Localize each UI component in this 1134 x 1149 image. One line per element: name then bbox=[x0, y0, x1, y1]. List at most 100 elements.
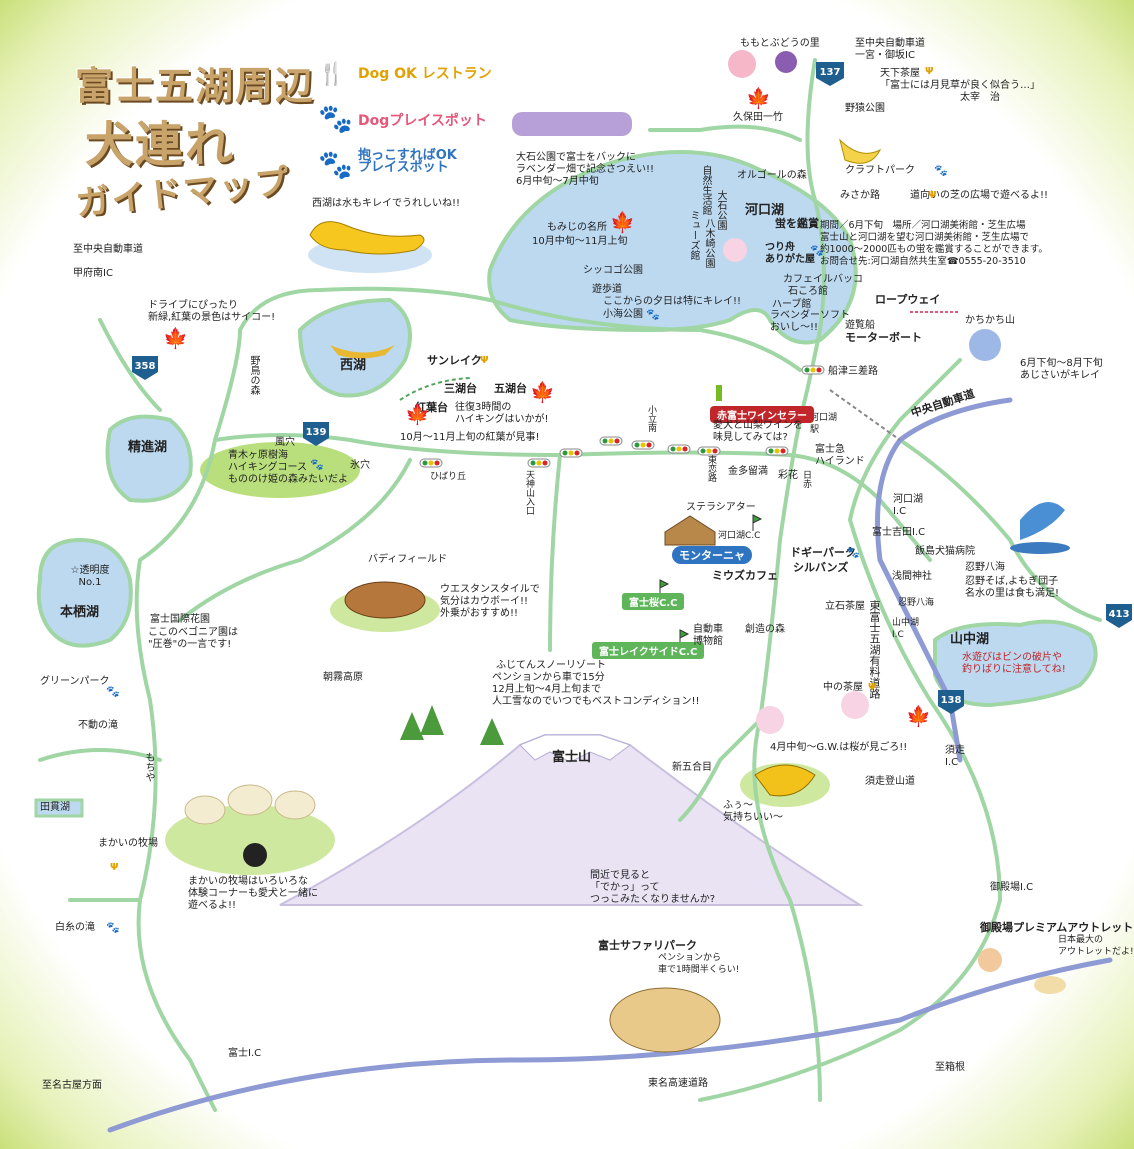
label-wine-note: 愛犬と山梨ワインを 味見してみては? bbox=[713, 420, 803, 443]
label-momiji: もみじの名所 bbox=[547, 222, 607, 233]
label-lavender: ラベンダーソフト おいし〜!! bbox=[770, 310, 850, 333]
peach-icon bbox=[728, 50, 756, 78]
label-fujisakura: 富士桜C.C bbox=[622, 593, 685, 610]
label-fujiyoshida-ic: 富士吉田I.C bbox=[872, 527, 926, 538]
label-outlet-note: 日本最大の アウトレットだよ! bbox=[1058, 935, 1134, 957]
label-shiraito: 白糸の滝 bbox=[55, 922, 95, 933]
label-koumi: 小海公園 bbox=[603, 309, 643, 320]
label-monterna: モンターニャ bbox=[672, 546, 752, 564]
maple-leaf-icon: 🍁 bbox=[906, 704, 931, 728]
label-nagoya: 至名古屋方面 bbox=[42, 1080, 102, 1091]
lake-yamanaka bbox=[933, 619, 1098, 708]
label-koidemachi: 小立南 bbox=[646, 405, 656, 432]
label-safari-note: ペンションから 車で1時間半くらい! bbox=[658, 953, 740, 975]
grass-aokigahara bbox=[200, 442, 360, 498]
lake-shoji bbox=[105, 414, 193, 503]
swimming-dog bbox=[308, 221, 432, 273]
label-yagisaki: 八木崎公園 bbox=[703, 218, 714, 268]
label-koyodai: 紅葉台 bbox=[415, 401, 448, 414]
paw-icon: 🐾 bbox=[310, 458, 324, 471]
label-sakura-note: 4月中旬〜G.W.は桜が見ごろ!! bbox=[770, 742, 908, 753]
label-craft: クラフトパーク bbox=[845, 165, 915, 176]
label-sunset: ここからの夕日は特にキレイ!! bbox=[603, 296, 742, 307]
lake-tanuki bbox=[34, 798, 84, 818]
label-tenka: 天下茶屋 bbox=[880, 68, 920, 79]
horse bbox=[344, 581, 426, 619]
label-naka: 中の茶屋 bbox=[823, 682, 863, 693]
fish bbox=[1020, 502, 1065, 540]
label-buddy: バディフィールド bbox=[368, 554, 448, 565]
resting-dog bbox=[754, 764, 816, 797]
maple-leaf-icon: 🍁 bbox=[530, 380, 555, 404]
label-highland: 富士急 ハイランド bbox=[815, 444, 865, 467]
maple-leaf-icon: 🍁 bbox=[610, 210, 635, 234]
label-ajisai: 6月下旬〜8月下旬 あじさいがキレイ bbox=[1020, 358, 1103, 381]
paw-icon: 🐾 bbox=[810, 244, 824, 257]
label-fudo: 不動の滝 bbox=[78, 720, 118, 731]
legend-restaurant: Dog OK レストラン bbox=[358, 66, 492, 82]
label-funatsu: 船津三差路 bbox=[828, 366, 878, 377]
sakura-trees bbox=[723, 238, 869, 734]
label-herb: ハーブ館 bbox=[772, 299, 812, 310]
lake-yamanaka-label: 山中湖 bbox=[950, 632, 990, 647]
label-goko: 五湖台 bbox=[494, 382, 527, 395]
label-nochori: 野鳥の森 bbox=[248, 355, 259, 395]
label-oshino-note: 忍野そば,よもぎ団子 名水の里は食も満足! bbox=[965, 576, 1060, 599]
fork-icon: Ψ bbox=[480, 355, 489, 366]
label-momo: ももとぶどうの里 bbox=[740, 38, 820, 49]
label-kachikachi: かちかち山 bbox=[965, 315, 1015, 326]
label-silvans: シルバンズ bbox=[793, 561, 849, 574]
label-kawaguchiko-cc: 河口湖C.C bbox=[718, 531, 761, 541]
label-snow: ふじてんスノーリゾート bbox=[496, 660, 606, 671]
lake-tanuki-label: 田貫湖 bbox=[40, 802, 70, 813]
label-akafuji: 赤富士ワインセラー bbox=[710, 406, 814, 423]
traffic-signals bbox=[419, 365, 825, 468]
sheep bbox=[184, 784, 316, 825]
label-yuhodo: 遊歩道 bbox=[592, 284, 622, 295]
label-oshino-rd: 忍野八海 bbox=[898, 598, 935, 608]
label-tsuribune: つり舟 ありがた屋 bbox=[765, 242, 815, 265]
lake-sai bbox=[297, 297, 412, 398]
label-aoki-note: 青木ヶ原樹海 ハイキングコース もののけ姫の森みたいだよ bbox=[228, 450, 348, 485]
route-shields: 137 358 139 138 413 bbox=[132, 62, 1132, 714]
label-tenjin: 天神山入口 bbox=[524, 470, 534, 515]
label-ishikoro: 石ころ館 bbox=[788, 286, 828, 297]
label-yaen: 野猿公園 bbox=[845, 103, 885, 114]
lake-motosu bbox=[36, 537, 133, 648]
label-dekka: 間近で見ると 「でかっ」って つっこみたくなりませんか? bbox=[590, 870, 716, 905]
lake-shoji-label: 精進湖 bbox=[128, 440, 168, 455]
label-sunlake: サンレイク bbox=[427, 354, 482, 367]
label-ooishi: 大石公園 bbox=[715, 190, 726, 230]
label-misaka-note: 道向いの芝の広場で遊べるよ!! bbox=[910, 190, 1049, 201]
outlet-person bbox=[978, 948, 1002, 972]
label-yamanaka-note: 水遊びはビンの破片や 釣りばりに注意してね! bbox=[962, 652, 1066, 675]
label-kubota: 久保田一竹 bbox=[733, 112, 783, 123]
label-shizen: 自然生活館 bbox=[700, 165, 711, 215]
label-sanko: 三湖台 bbox=[444, 382, 477, 395]
label-tateishi: 立石茶屋 bbox=[825, 601, 865, 612]
lake-motosu-label: 本栖湖 bbox=[60, 605, 100, 620]
label-iijima: 飯島犬猫病院 bbox=[915, 546, 975, 557]
label-hiaka: 日赤 bbox=[801, 470, 811, 488]
paw-icon: 🐾 bbox=[106, 685, 120, 698]
label-top-highway: 至中央自動車道 一宮・御坂IC bbox=[855, 38, 925, 61]
mt-fuji-label: 富士山 bbox=[552, 750, 592, 765]
route-138: 138 bbox=[941, 695, 962, 706]
hiking-trail bbox=[399, 377, 471, 401]
paw-icon: 🐾 bbox=[934, 164, 948, 177]
label-hana: 富士国際花園 bbox=[150, 614, 210, 625]
label-saika: 彩花 bbox=[778, 470, 798, 481]
maple-leaf-icon: 🍁 bbox=[163, 326, 188, 350]
label-western: ウエスタンスタイルで 気分はカウボーイ!! 外乗がおすすめ!! bbox=[440, 584, 540, 619]
label-fuketsu: 風穴 bbox=[275, 437, 295, 448]
label-stella: ステラシアター bbox=[686, 502, 756, 513]
legend-carry: 抱っこすればOK プレイスポット bbox=[358, 148, 457, 175]
legend: 🍴 Dog OK レストラン 🐾 Dogプレイスポット 🐾 抱っこすればOK プ… bbox=[318, 60, 492, 190]
label-asagiri: 朝霧高原 bbox=[323, 672, 363, 683]
fork-icon: 🍴 bbox=[318, 62, 346, 87]
paw-icon: 🐾 bbox=[646, 308, 660, 321]
label-fuu: ふぅ〜 気持ちいい〜 bbox=[723, 800, 783, 823]
label-makai: まかいの牧場 bbox=[98, 838, 158, 849]
lake-kawaguchi-label: 河口湖 bbox=[745, 203, 785, 218]
